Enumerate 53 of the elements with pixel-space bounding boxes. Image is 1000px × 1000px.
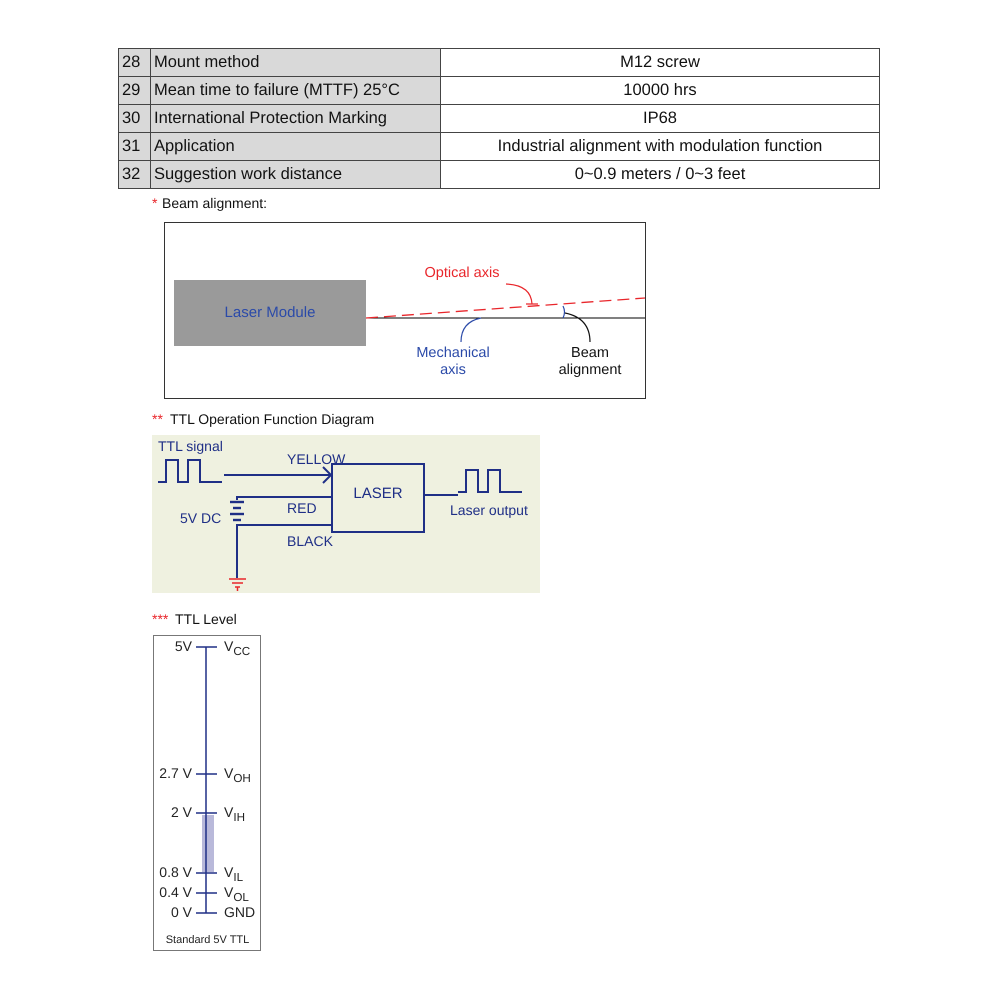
callout-label: Mechanical axis — [406, 342, 500, 382]
voltage-label: 0.8 V — [158, 864, 192, 880]
row-number-cell: 28 — [118, 48, 151, 77]
level-name: V$_{OL}$ — [224, 884, 249, 904]
voltage-label: 2 V — [170, 804, 192, 820]
leader-line — [460, 317, 482, 342]
section-heading: TTL Level — [175, 611, 237, 628]
signal-label: TTL signal — [158, 438, 223, 454]
footnote-mark: * — [152, 195, 158, 212]
callout-label: Optical axis — [418, 264, 506, 284]
wire — [236, 524, 238, 578]
property-cell: Application — [150, 132, 441, 161]
row-number-cell: 32 — [118, 160, 151, 189]
pulse-waveform — [458, 468, 524, 496]
property-cell: Mean time to failure (MTTF) 25°C — [150, 76, 441, 105]
property-cell: Suggestion work distance — [150, 160, 441, 189]
wire — [236, 524, 331, 526]
row-number-cell: 29 — [118, 76, 151, 105]
row-number-cell: 30 — [118, 104, 151, 133]
footnote-mark: ** — [152, 411, 163, 428]
level-name: V$_{OH}$ — [224, 765, 251, 786]
wire-label: BLACK — [287, 533, 333, 550]
scale-caption: Standard 5V TTL — [164, 934, 250, 947]
voltage-label: 0 V — [170, 904, 192, 920]
section-heading: Beam alignment: — [162, 195, 268, 212]
level-name: V$_{CC}$ — [224, 638, 250, 658]
voltage-label: 2.7 V — [158, 765, 192, 782]
section-heading: TTL Operation Function Diagram — [170, 411, 374, 428]
wire — [236, 496, 331, 500]
signal-label: 5V DC — [180, 510, 222, 526]
ground-symbol — [229, 578, 246, 591]
signal-label: Laser output — [450, 502, 528, 518]
leader-line — [505, 283, 539, 305]
value-cell: M12 screw — [440, 48, 880, 77]
property-cell: Mount method — [150, 48, 441, 77]
voltage-label: 0.4 V — [158, 884, 192, 900]
pulse-waveform — [158, 458, 224, 486]
battery-symbol — [228, 500, 246, 524]
voltage-label: 5V — [174, 638, 192, 654]
laser-block: LASER — [331, 463, 425, 533]
signal-arrow — [224, 466, 332, 484]
value-cell: 0~0.9 meters / 0~3 feet — [440, 160, 880, 189]
level-name: GND — [224, 904, 256, 920]
property-cell: International Protection Marking — [150, 104, 441, 133]
wire-label: RED — [287, 500, 317, 516]
leader-line — [564, 312, 591, 342]
row-number-cell: 31 — [118, 132, 151, 161]
level-name: V$_{IH}$ — [224, 804, 245, 824]
level-name: V$_{IL}$ — [224, 864, 244, 884]
footnote-mark: *** — [152, 611, 168, 628]
callout-label: Beam alignment — [554, 342, 626, 382]
module-box: Laser Module — [174, 280, 366, 346]
wire — [425, 494, 458, 496]
